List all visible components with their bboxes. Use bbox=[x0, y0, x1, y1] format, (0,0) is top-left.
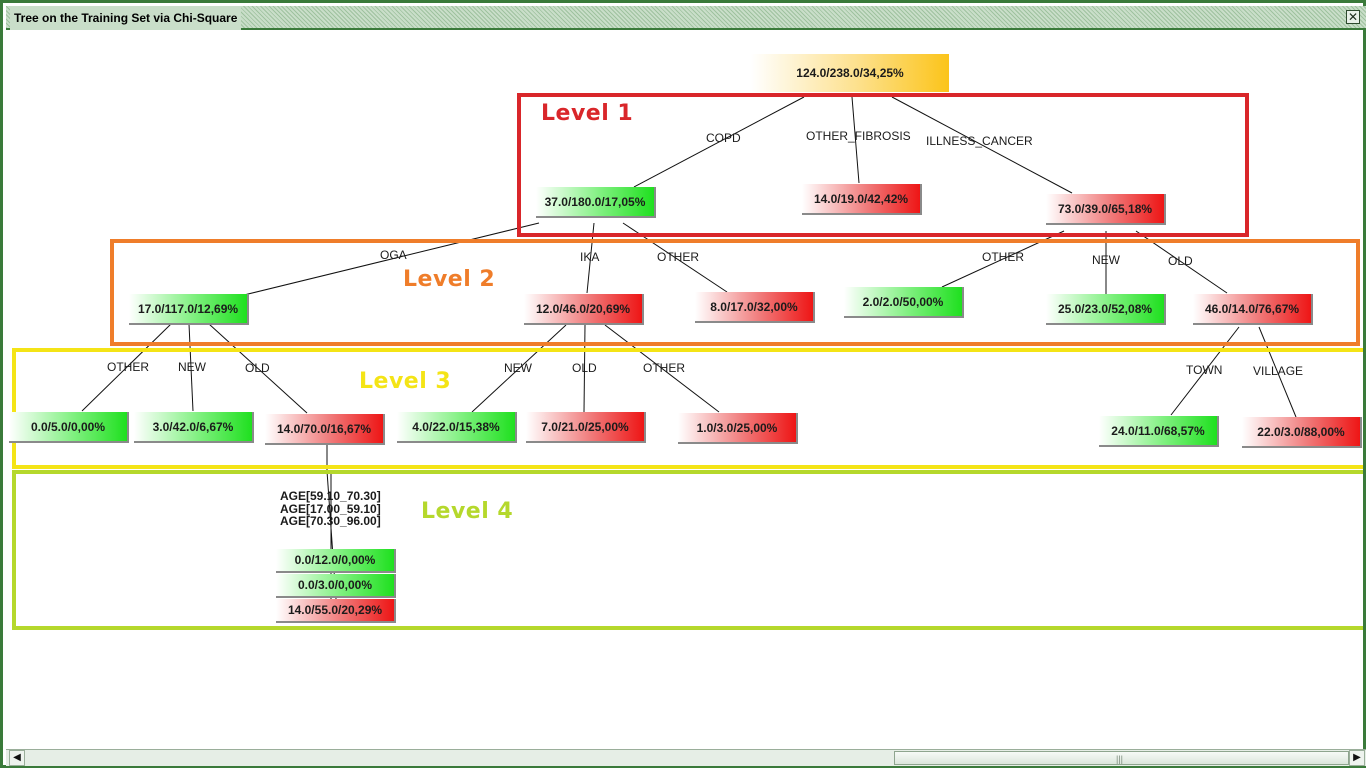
title-bar[interactable]: Tree on the Training Set via Chi-Square … bbox=[6, 6, 1366, 30]
edge-label-oga: OGA bbox=[380, 248, 407, 262]
window-title: Tree on the Training Set via Chi-Square bbox=[10, 6, 242, 30]
tree-node-oga-other[interactable]: 0.0/5.0/0,00% bbox=[9, 412, 129, 443]
tree-node-age-b[interactable]: 0.0/3.0/0,00% bbox=[276, 574, 396, 598]
tree-node-other-fibrosis[interactable]: 14.0/19.0/42,42% bbox=[802, 184, 922, 215]
edge-label-cancer-other: OTHER bbox=[982, 250, 1024, 264]
close-icon[interactable]: ✕ bbox=[1346, 10, 1360, 24]
tree-node-ika[interactable]: 12.0/46.0/20,69% bbox=[524, 294, 644, 325]
edge-label-ika: IKA bbox=[580, 250, 600, 264]
edge-label-copd: COPD bbox=[706, 131, 741, 145]
scrollbar-thumb[interactable]: ||| bbox=[894, 751, 1349, 765]
tree-node-cancer-other[interactable]: 2.0/2.0/50,00% bbox=[844, 287, 964, 318]
tree-node-old-town[interactable]: 24.0/11.0/68,57% bbox=[1099, 416, 1219, 447]
edge-line bbox=[243, 222, 540, 296]
edge-label-town: TOWN bbox=[1186, 363, 1223, 377]
tree-node-ika-other[interactable]: 1.0/3.0/25,00% bbox=[678, 413, 798, 444]
edge-label-oga-new: NEW bbox=[178, 360, 206, 374]
tree-node-copd[interactable]: 37.0/180.0/17,05% bbox=[536, 187, 656, 218]
edge-label-copd-other: OTHER bbox=[657, 250, 699, 264]
tree-node-ika-old[interactable]: 7.0/21.0/25,00% bbox=[526, 412, 646, 443]
tree-node-root[interactable]: 124.0/238.0/34,25% bbox=[751, 54, 949, 92]
edge-label-illness-cancer: ILLNESS_CANCER bbox=[926, 134, 1033, 148]
tree-node-age-c[interactable]: 14.0/55.0/20,29% bbox=[276, 599, 396, 623]
age-range-label: AGE[17.00_59.10] bbox=[280, 501, 381, 516]
edge-line bbox=[1170, 326, 1240, 416]
tree-canvas: Level 1 Level 2 Level 3 Level 4 COPD OTH… bbox=[9, 31, 1363, 749]
horizontal-scrollbar[interactable]: ◀ ||| ▶ bbox=[6, 749, 1366, 766]
edge-label-oga-old: OLD bbox=[245, 361, 270, 375]
tree-node-old-village[interactable]: 22.0/3.0/88,00% bbox=[1242, 417, 1362, 448]
tree-node-ika-new[interactable]: 4.0/22.0/15,38% bbox=[397, 412, 517, 443]
edge-line bbox=[471, 324, 567, 413]
edge-label-cancer-new: NEW bbox=[1092, 253, 1120, 267]
scroll-left-icon[interactable]: ◀ bbox=[9, 750, 25, 766]
edge-line bbox=[81, 323, 172, 412]
level2-label: Level 2 bbox=[403, 267, 496, 292]
edge-line bbox=[851, 96, 860, 184]
edge-line bbox=[604, 324, 720, 413]
edge-label-other-fibrosis: OTHER_FIBROSIS bbox=[806, 129, 911, 143]
edge-line bbox=[891, 96, 1073, 194]
scrollbar-grip-icon: ||| bbox=[1116, 754, 1124, 764]
tree-node-cancer-old[interactable]: 46.0/14.0/76,67% bbox=[1193, 294, 1313, 325]
edge-line bbox=[633, 96, 805, 188]
edge-line bbox=[583, 324, 586, 413]
tree-node-copd-other[interactable]: 8.0/17.0/32,00% bbox=[695, 292, 815, 323]
scroll-right-icon[interactable]: ▶ bbox=[1349, 750, 1365, 766]
tree-node-illness-cancer[interactable]: 73.0/39.0/65,18% bbox=[1046, 194, 1166, 225]
level1-label: Level 1 bbox=[541, 101, 634, 126]
tree-node-oga-old[interactable]: 14.0/70.0/16,67% bbox=[265, 414, 385, 445]
level3-label: Level 3 bbox=[359, 369, 452, 394]
age-range-label: AGE[59.10_70.30] bbox=[280, 489, 381, 503]
edge-label-cancer-old: OLD bbox=[1168, 254, 1193, 268]
level4-label: Level 4 bbox=[421, 499, 514, 524]
tree-node-oga[interactable]: 17.0/117.0/12,69% bbox=[129, 294, 249, 325]
edge-line bbox=[208, 323, 308, 414]
tree-node-age-a[interactable]: 0.0/12.0/0,00% bbox=[276, 549, 396, 573]
tree-node-oga-new[interactable]: 3.0/42.0/6,67% bbox=[134, 412, 254, 443]
edge-label-oga-other: OTHER bbox=[107, 360, 149, 374]
tree-node-cancer-new[interactable]: 25.0/23.0/52,08% bbox=[1046, 294, 1166, 325]
age-range-label: AGE[70.30_96.00] bbox=[280, 514, 381, 528]
tree-edges bbox=[81, 96, 1297, 600]
edge-label-village: VILLAGE bbox=[1253, 364, 1304, 378]
edge-label-ika-other: OTHER bbox=[643, 361, 685, 375]
edge-line bbox=[188, 323, 194, 412]
edge-label-ika-new: NEW bbox=[504, 361, 532, 375]
age-range-labels: AGE[59.10_70.30] AGE[17.00_59.10] AGE[70… bbox=[280, 490, 381, 528]
edge-label-ika-old: OLD bbox=[572, 361, 597, 375]
